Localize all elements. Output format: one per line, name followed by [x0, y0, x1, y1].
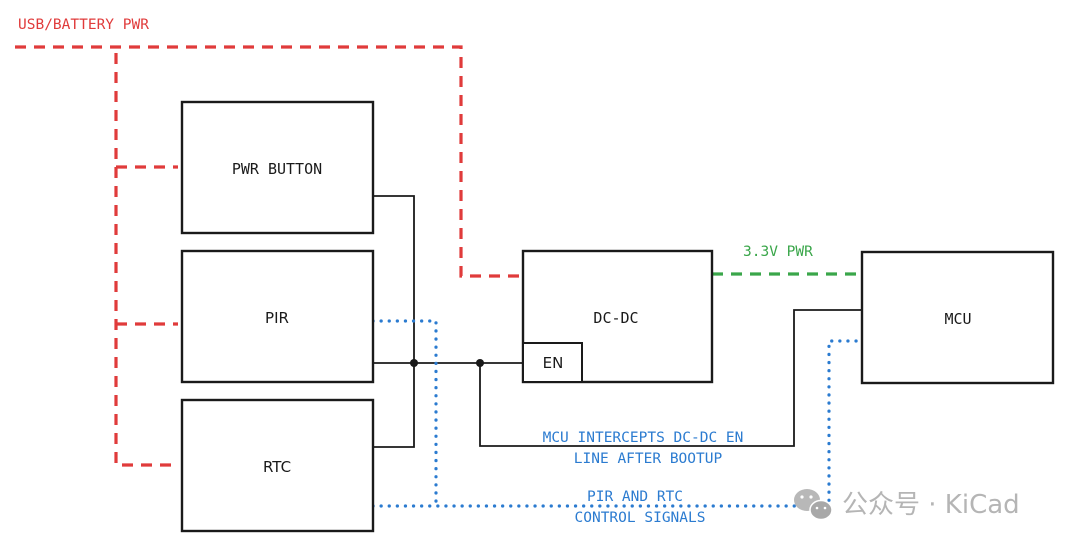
junction-dot — [476, 359, 484, 367]
intercept-note-line1: MCU INTERCEPTS DC-DC EN — [543, 430, 744, 446]
pwr-button-label: PWR BUTTON — [232, 160, 322, 178]
watermark-text: 公众号 · KiCad — [842, 490, 1020, 520]
pir-control-signal — [371, 319, 438, 508]
dcdc-block: DC-DC EN — [521, 249, 714, 384]
rtc-control-signal — [371, 339, 864, 508]
3v3-power-label: 3.3V PWR — [743, 244, 813, 260]
mcu-block: MCU — [860, 250, 1055, 385]
pir-block: PIR — [180, 249, 375, 384]
mcu-en-wire — [479, 309, 862, 447]
pir-label: PIR — [265, 309, 289, 327]
dcdc-label: DC-DC — [593, 309, 638, 327]
control-note-line2: CONTROL SIGNALS — [575, 510, 706, 526]
pwr-button-block: PWR BUTTON — [180, 100, 375, 235]
rtc-label: RTC — [263, 458, 291, 476]
junction-dot — [410, 359, 418, 367]
wechat-icon — [794, 489, 833, 521]
intercept-note-line2: LINE AFTER BOOTUP — [574, 451, 723, 467]
battery-bus-top — [15, 45, 520, 278]
rtc-block: RTC — [180, 398, 375, 533]
pwr-button-wire — [373, 195, 415, 448]
mcu-label: MCU — [944, 310, 971, 328]
usb-battery-label: USB/BATTERY PWR — [18, 17, 149, 33]
control-note-line1: PIR AND RTC — [587, 489, 683, 505]
control-signal-net — [371, 319, 864, 508]
battery-power-net — [15, 45, 520, 467]
enable-pin-label: EN — [543, 354, 564, 372]
battery-bus-left — [114, 53, 178, 467]
